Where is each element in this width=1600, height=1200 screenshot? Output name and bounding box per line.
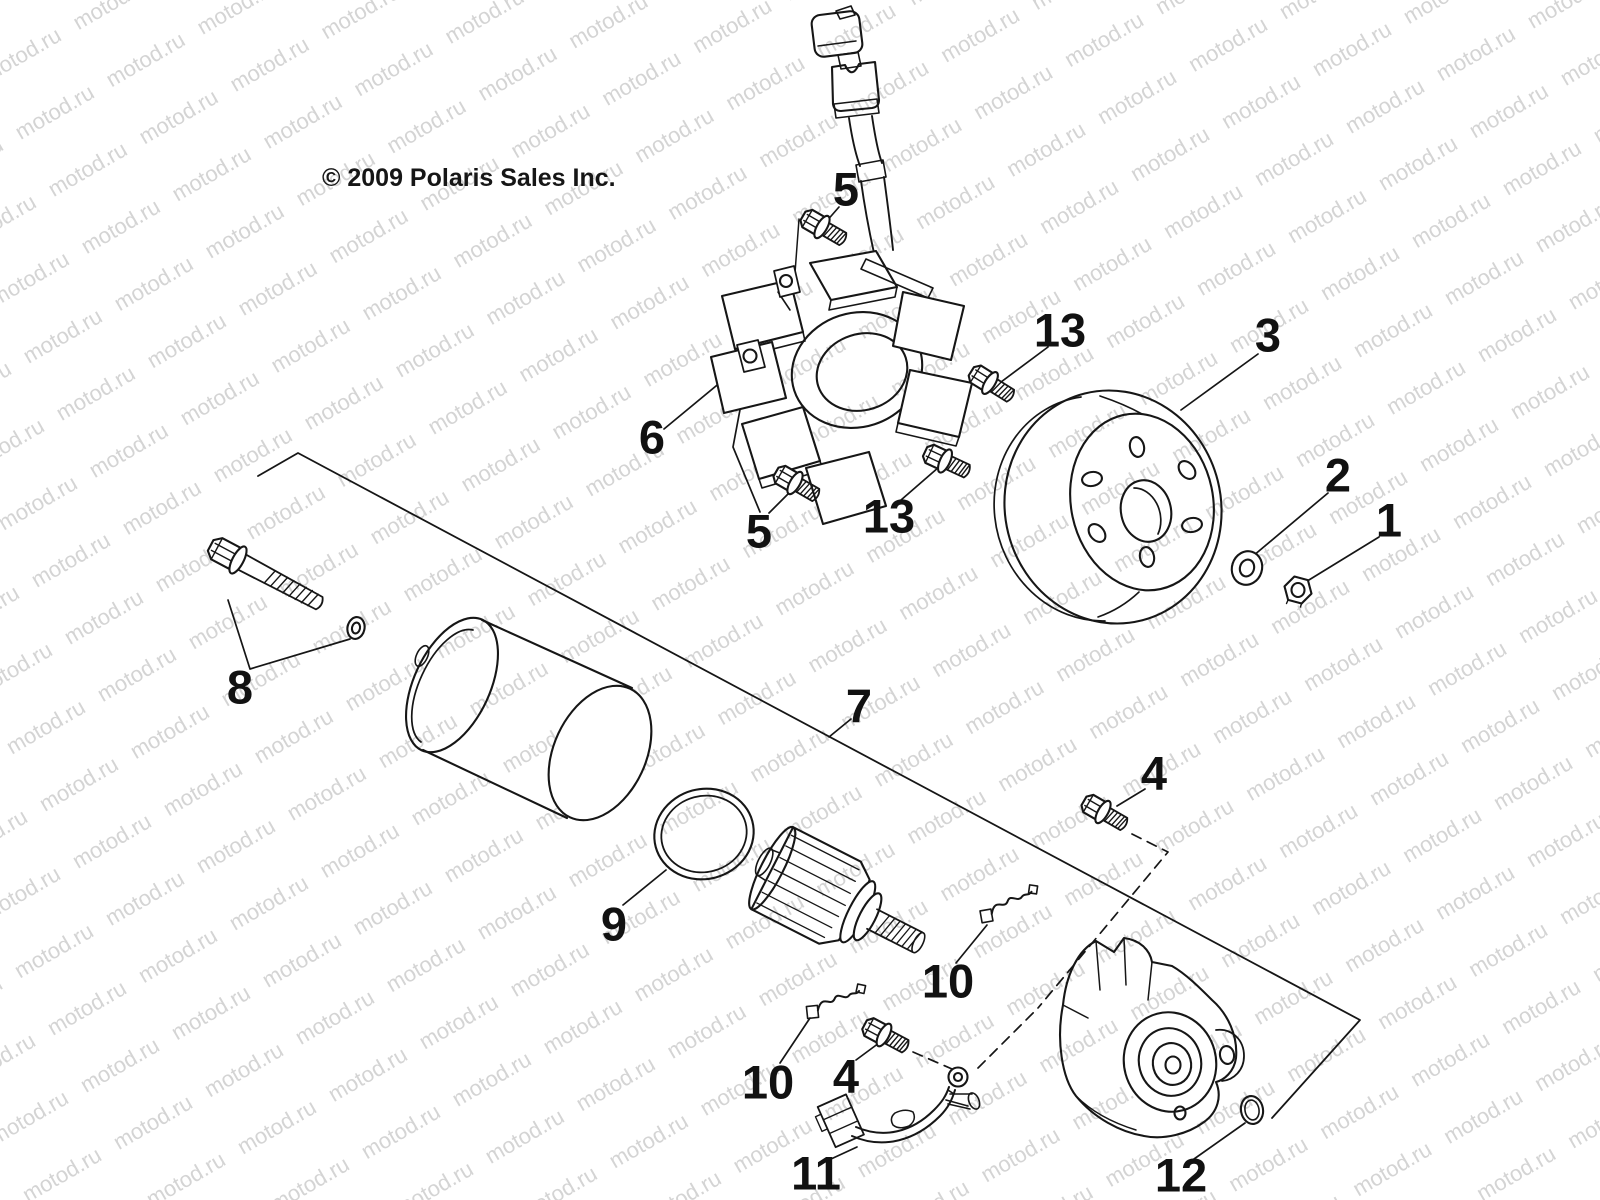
gearcase-drawing <box>1059 936 1245 1139</box>
bolt-8-drawing <box>206 537 324 611</box>
cable-11-drawing <box>814 1066 981 1149</box>
o-ring-9-drawing <box>653 787 755 881</box>
starter-motor-drawing <box>404 616 653 822</box>
wire-10-left-drawing <box>803 982 870 1020</box>
dashed-leader-lines <box>912 833 1169 1070</box>
flywheel-drawing <box>993 389 1223 625</box>
washer-2-drawing <box>1230 550 1264 586</box>
wire-10-right-drawing <box>976 882 1044 924</box>
bolt-13-top-drawing <box>963 359 1020 409</box>
harness-connector-drawing <box>810 5 894 254</box>
bolt-4-right-drawing <box>1076 789 1134 838</box>
nut-1-drawing <box>1283 575 1313 608</box>
bolt-5-top-drawing <box>795 204 853 253</box>
copyright-text: © 2009 Polaris Sales Inc. <box>322 164 616 192</box>
armature-drawing <box>748 825 926 954</box>
o-ring-12-drawing <box>1239 1095 1265 1125</box>
leader-lines <box>227 206 1380 1160</box>
washer-8-drawing <box>346 616 366 640</box>
stator-drawing <box>709 218 974 526</box>
